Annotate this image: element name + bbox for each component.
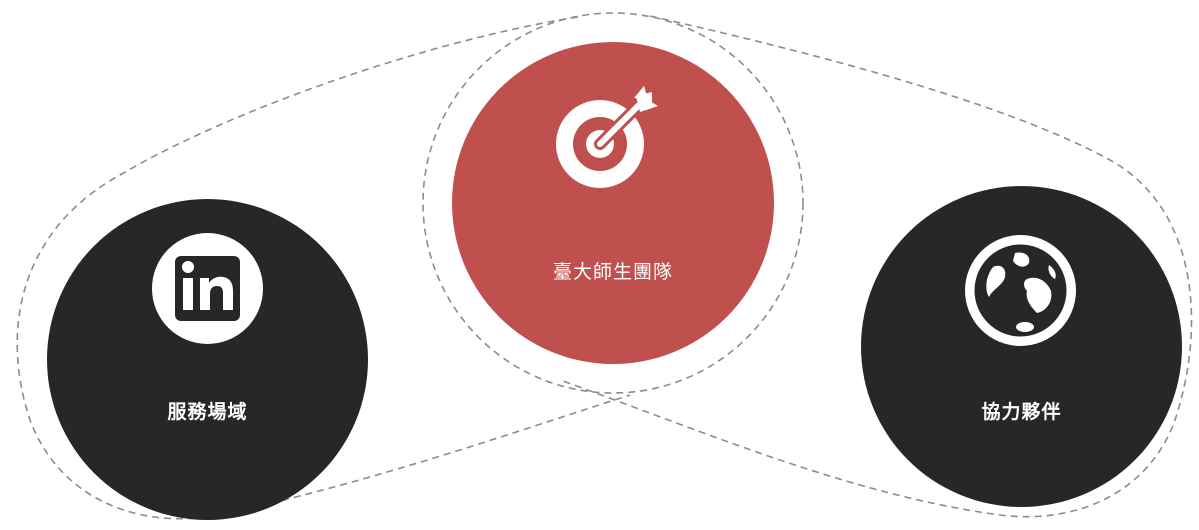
node-service-field[interactable]: 服務場域 xyxy=(47,199,368,520)
node-partners[interactable]: 協力夥伴 xyxy=(861,186,1182,507)
node-label: 臺大師生團隊 xyxy=(552,261,673,283)
node-label: 協力夥伴 xyxy=(981,401,1062,423)
linkedin-icon xyxy=(152,233,263,344)
left-center-loop xyxy=(16,16,631,520)
center-right-loop xyxy=(559,15,1193,518)
node-label: 服務場域 xyxy=(167,401,248,423)
globe-icon xyxy=(965,235,1076,346)
target-icon xyxy=(556,86,658,188)
node-ntu-team[interactable]: 臺大師生團隊 xyxy=(452,42,774,364)
center-dashed-ring xyxy=(422,12,804,394)
